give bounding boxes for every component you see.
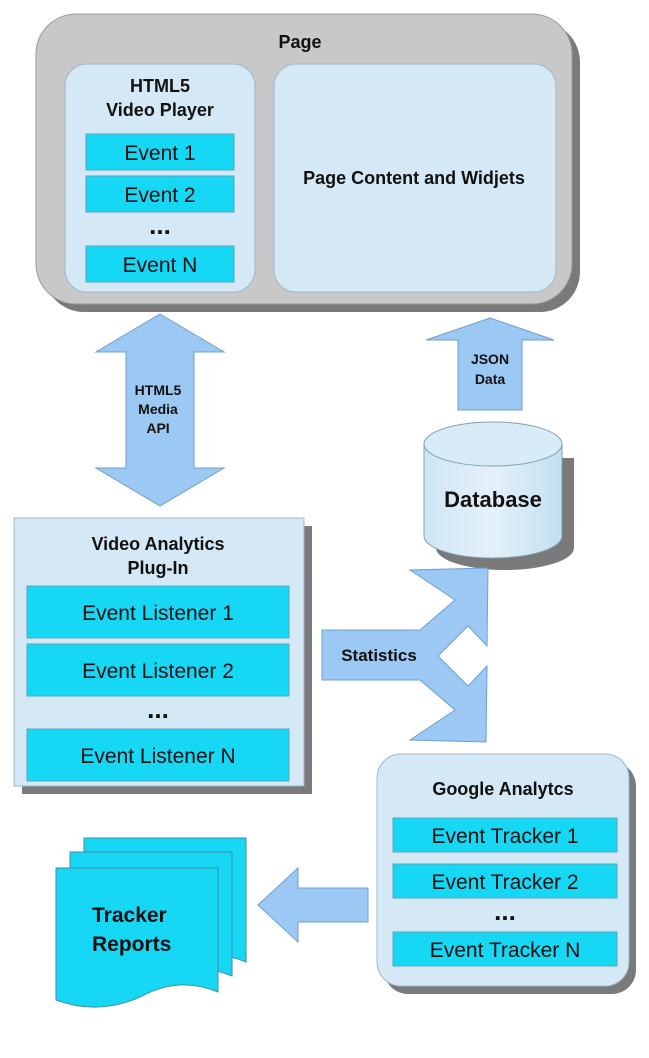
listener-box xyxy=(26,728,290,782)
listener-label: Event Listener N xyxy=(80,745,235,768)
page-title: Page xyxy=(278,32,321,52)
event-label: Event N xyxy=(123,254,198,277)
tracker-box xyxy=(392,863,618,899)
listener-box xyxy=(26,643,290,697)
tracker-box xyxy=(392,817,618,853)
listener-box xyxy=(26,585,290,639)
plugin-title-line2: Plug-In xyxy=(128,558,189,578)
listener-label: Event Listener 1 xyxy=(82,602,234,625)
tracker-label: Event Tracker 2 xyxy=(431,871,578,894)
media-api-line1: HTML5 xyxy=(135,382,182,398)
statistics-arrow: Statistics xyxy=(321,567,489,743)
ellipsis: ... xyxy=(494,896,516,926)
event-label: Event 2 xyxy=(124,184,195,207)
page-container: Page HTML5 Video Player Event 1 Event 2 … xyxy=(35,13,580,312)
plugin-panel: Video Analytics Plug-In Event Listener 1… xyxy=(13,517,312,794)
player-title-line2: Video Player xyxy=(106,100,214,120)
ellipsis: ... xyxy=(147,694,169,724)
tracker-reports-documents: Tracker Reports xyxy=(55,837,247,1008)
media-api-line3: API xyxy=(146,420,169,436)
ellipsis: ... xyxy=(149,210,171,240)
event-box xyxy=(85,245,235,283)
google-analytics-panel: Google Analytcs Event Tracker 1 Event Tr… xyxy=(376,753,636,994)
page-content-panel: Page Content and Widjets xyxy=(273,63,557,293)
plugin-title-line1: Video Analytics xyxy=(91,534,224,554)
reports-line1: Tracker xyxy=(92,904,167,927)
page-content-label: Page Content and Widjets xyxy=(303,168,525,188)
google-title: Google Analytcs xyxy=(432,779,573,799)
tracker-box xyxy=(392,931,618,967)
event-label: Event 1 xyxy=(124,142,195,165)
json-line2: Data xyxy=(475,371,506,387)
tracker-label: Event Tracker 1 xyxy=(431,825,578,848)
reports-arrow xyxy=(257,866,369,944)
media-api-arrow: HTML5 Media API xyxy=(94,313,226,507)
player-title-line1: HTML5 xyxy=(130,76,190,96)
listener-label: Event Listener 2 xyxy=(82,660,234,683)
media-api-line2: Media xyxy=(138,401,178,417)
tracker-label: Event Tracker N xyxy=(430,939,581,962)
database-cylinder: Database xyxy=(423,421,574,570)
reports-line2: Reports xyxy=(92,933,171,956)
json-data-arrow: JSON Data xyxy=(425,317,555,411)
statistics-label: Statistics xyxy=(341,646,417,665)
database-label: Database xyxy=(444,487,542,512)
json-line1: JSON xyxy=(471,351,509,367)
event-box xyxy=(85,175,235,213)
event-box xyxy=(85,133,235,171)
video-player-panel: HTML5 Video Player Event 1 Event 2 ... E… xyxy=(64,63,256,293)
